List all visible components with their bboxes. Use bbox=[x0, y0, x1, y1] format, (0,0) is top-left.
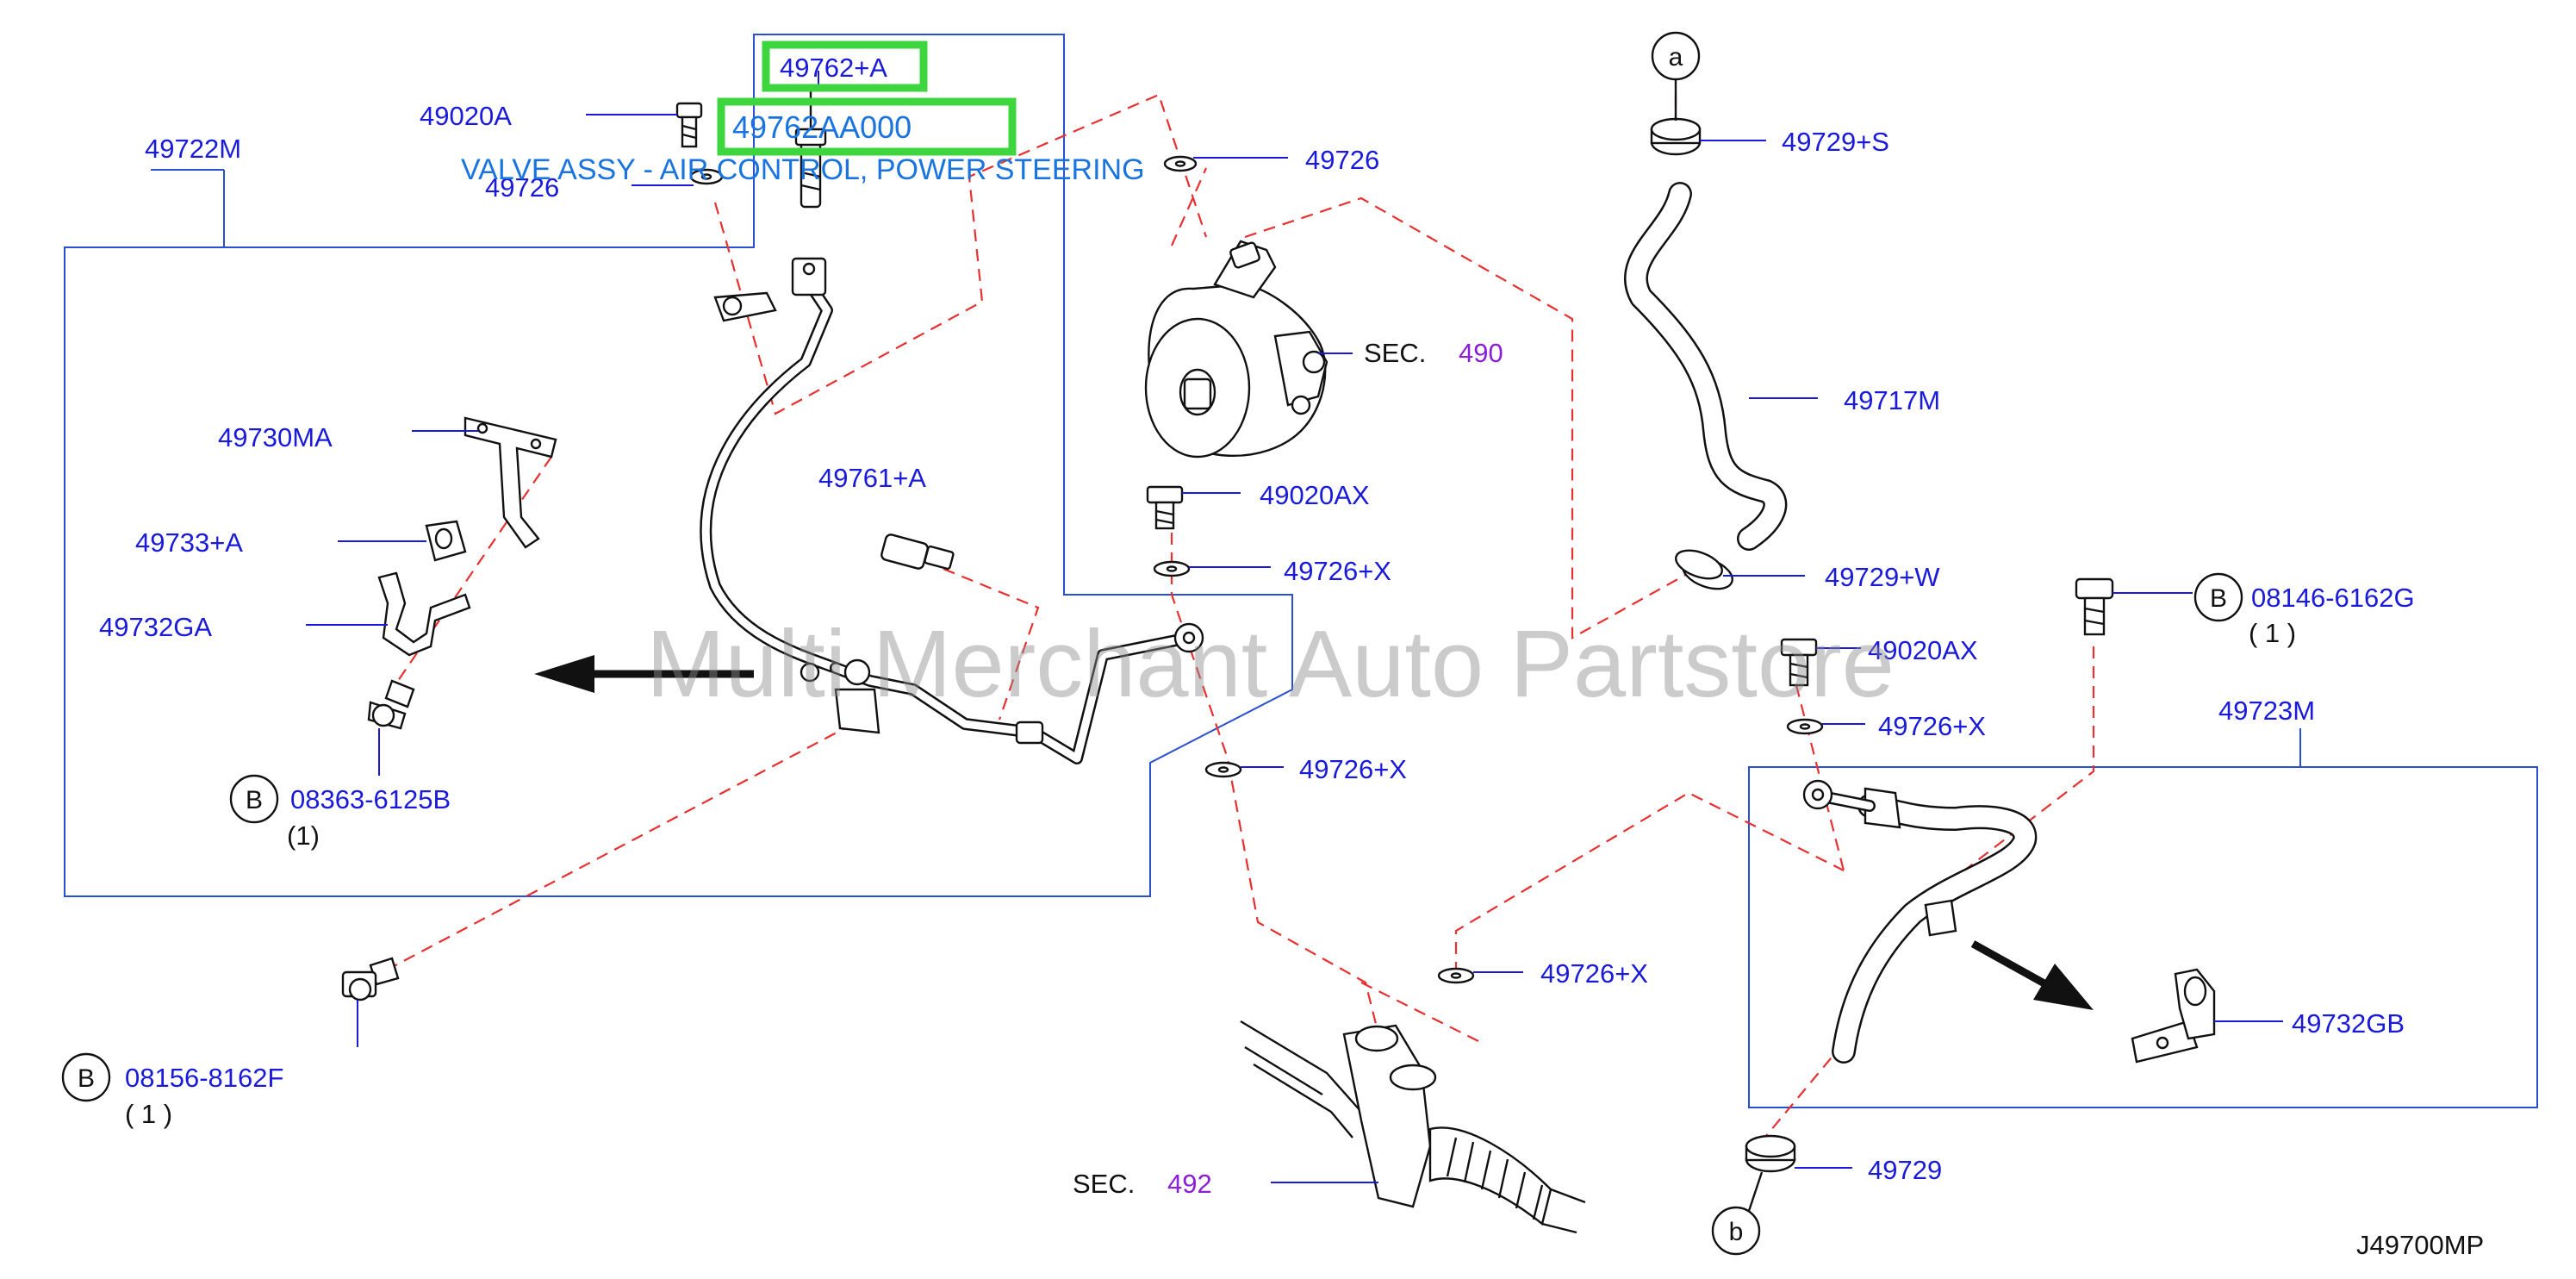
bolt-08156-8162F bbox=[341, 957, 400, 1001]
label-49761A[interactable]: 49761+A bbox=[818, 463, 926, 493]
label-49726X-3[interactable]: 49726+X bbox=[1878, 711, 1986, 741]
diagram-code: J49700MP bbox=[2356, 1230, 2484, 1260]
label-49729S[interactable]: 49729+S bbox=[1782, 127, 1889, 157]
ref-circle-b bbox=[1711, 1206, 1761, 1256]
ref-circle-B-08146 bbox=[2193, 572, 2243, 622]
leader-lines bbox=[306, 71, 2193, 1169]
label-08156-8162F[interactable]: 08156-8162F bbox=[125, 1063, 283, 1093]
highlight-description: VALVE ASSY - AIR CONTROL, POWER STEERING bbox=[461, 153, 1145, 186]
clamp-49732GB bbox=[2131, 968, 2216, 1064]
label-49729W[interactable]: 49729+W bbox=[1825, 562, 1940, 592]
ref-B-text-08363: B bbox=[246, 786, 263, 814]
label-49730MA[interactable]: 49730MA bbox=[218, 422, 333, 452]
bolt-49020AX-right bbox=[1780, 638, 1818, 687]
bolt-49020AX-mid bbox=[1146, 485, 1184, 530]
highlight-part-ref[interactable]: 49762+A bbox=[780, 53, 887, 83]
label-08363-qty: (1) bbox=[287, 820, 320, 851]
label-49020AX-mid[interactable]: 49020AX bbox=[1260, 480, 1370, 510]
label-49020AX-right[interactable]: 49020AX bbox=[1868, 635, 1978, 665]
label-08156-qty: ( 1 ) bbox=[125, 1099, 172, 1129]
bolt-08363-6125B bbox=[367, 679, 415, 730]
bolt-49020A bbox=[675, 102, 703, 148]
grommet-49733A bbox=[425, 520, 467, 562]
ref-a-text: a bbox=[1669, 43, 1683, 72]
ref-B-text-08146: B bbox=[2210, 584, 2227, 613]
hose-clamp-49729S bbox=[1650, 117, 1702, 156]
label-49722M[interactable]: 49722M bbox=[145, 134, 241, 164]
label-49717M[interactable]: 49717M bbox=[1844, 385, 1940, 415]
label-49723M[interactable]: 49723M bbox=[2218, 696, 2315, 726]
hose-clamp-49729 bbox=[1745, 1134, 1796, 1173]
reservoir-hose-49717M bbox=[1624, 182, 1788, 551]
sensor-49761A bbox=[880, 533, 955, 571]
steering-gear bbox=[1240, 1020, 1586, 1234]
hose-clamp-49729W bbox=[1675, 549, 1733, 590]
label-sec490-prefix: SEC. bbox=[1364, 338, 1426, 368]
highlight-box-number bbox=[717, 97, 1017, 156]
label-49732GB[interactable]: 49732GB bbox=[2292, 1008, 2405, 1039]
label-08146-qty: ( 1 ) bbox=[2249, 618, 2296, 648]
direction-arrow-right bbox=[1970, 940, 2094, 1010]
return-hose-49723M bbox=[1802, 779, 2038, 1064]
label-49729[interactable]: 49729 bbox=[1868, 1155, 1942, 1185]
bolt-08146-6162G bbox=[2075, 577, 2114, 636]
label-49732GA[interactable]: 49732GA bbox=[99, 612, 212, 642]
ref-B-text-08156: B bbox=[78, 1064, 95, 1093]
label-sec490-link[interactable]: 490 bbox=[1459, 338, 1503, 368]
power-steering-pump bbox=[1144, 240, 1328, 459]
assembly-frame-49723M bbox=[1748, 766, 2538, 1108]
label-49733A[interactable]: 49733+A bbox=[135, 527, 243, 558]
pressure-hose-49722M bbox=[700, 257, 1204, 764]
label-08146-6162G[interactable]: 08146-6162G bbox=[2251, 583, 2415, 613]
highlight-part-number[interactable]: 49762AA000 bbox=[732, 109, 912, 145]
label-08363-6125B[interactable]: 08363-6125B bbox=[290, 784, 451, 814]
label-49726-left[interactable]: 49726 bbox=[485, 172, 559, 203]
highlighted-part[interactable]: 49762+A 49762AA000 VALVE ASSY - AIR CONT… bbox=[461, 41, 1145, 186]
bracket-49730MA bbox=[464, 416, 557, 549]
ref-b-text: b bbox=[1729, 1218, 1744, 1246]
ref-circle-B-08363 bbox=[229, 774, 279, 824]
label-sec492-prefix: SEC. bbox=[1073, 1169, 1135, 1199]
watermark: Multi Merchant Auto Partstore bbox=[646, 611, 1895, 717]
ref-circle-B-08156 bbox=[61, 1052, 111, 1102]
clamp-49732GA bbox=[377, 571, 471, 657]
highlight-box-ref bbox=[762, 41, 928, 92]
label-49020A[interactable]: 49020A bbox=[420, 101, 512, 131]
label-49726-top[interactable]: 49726 bbox=[1305, 145, 1379, 175]
label-sec492-link[interactable]: 492 bbox=[1167, 1169, 1212, 1199]
label-49726X-1[interactable]: 49726+X bbox=[1284, 556, 1391, 586]
part-labels: 49020A 49722M 49726 49726 49730MA 49733+… bbox=[99, 101, 2484, 1260]
label-49726X-4[interactable]: 49726+X bbox=[1540, 958, 1648, 989]
label-49726X-2[interactable]: 49726+X bbox=[1299, 754, 1407, 784]
direction-arrow-left bbox=[534, 655, 754, 693]
